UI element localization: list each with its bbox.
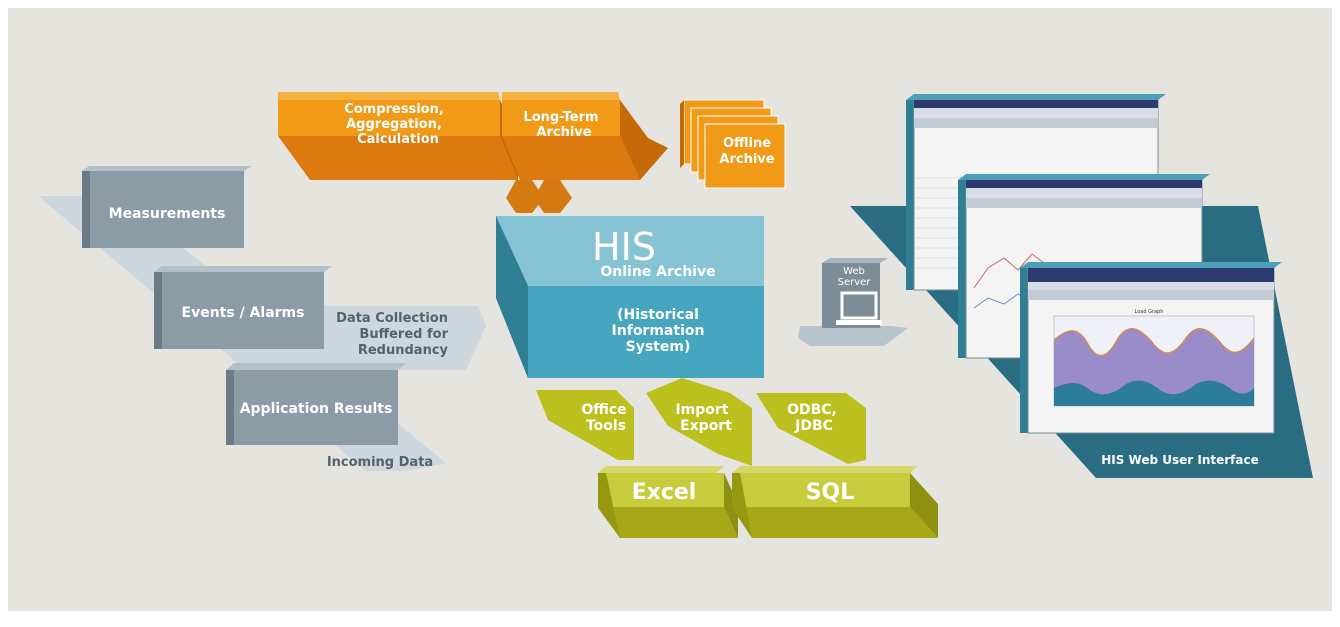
his-description-line-1: (Historical [617, 307, 699, 323]
incoming-data-group: Measurements Events / Alarms Data Collec… [38, 166, 486, 471]
compression-block: Compression, Aggregation, Calculation [278, 92, 518, 180]
archive-group: Compression, Aggregation, Calculation Lo… [278, 92, 786, 213]
office-tools-line-2: Tools [586, 418, 626, 434]
his-description-line-2: Information [612, 323, 705, 339]
data-collection-text: Data Collection Buffered for Redundancy [336, 311, 448, 358]
application-results-block: Application Results [226, 363, 406, 445]
offline-line-2: Archive [719, 152, 774, 167]
offline-archive-block: Offline Archive [680, 99, 786, 189]
measurements-block: Measurements [82, 166, 252, 248]
load-graph-title: Load Graph [1135, 309, 1164, 315]
web-server-block: Web Server [798, 258, 908, 346]
web-ui-label: HIS Web User Interface [1101, 453, 1259, 467]
office-tools-line-1: Office [581, 402, 626, 418]
import-export-line-2: Export [680, 418, 732, 434]
diagram-canvas: Measurements Events / Alarms Data Collec… [8, 8, 1332, 611]
sql-block: SQL [732, 466, 938, 538]
odbc-jdbc-line-1: ODBC, [787, 402, 837, 418]
sql-label: SQL [806, 480, 855, 505]
application-results-label: Application Results [240, 401, 393, 417]
data-collection-plate [308, 306, 486, 370]
excel-block: Excel [598, 466, 738, 538]
compression-line-3: Calculation [357, 132, 439, 147]
compression-line-2: Aggregation, [346, 117, 442, 132]
office-tools-shape [536, 390, 634, 460]
compression-line-1: Compression, [344, 102, 444, 117]
his-architecture-diagram: Measurements Events / Alarms Data Collec… [38, 92, 1313, 538]
his-online-archive-block: HIS Online Archive (Historical Informati… [496, 216, 764, 378]
screenshot-window-3: Load Graph [1020, 262, 1282, 434]
events-alarms-label: Events / Alarms [182, 305, 305, 321]
long-term-archive-block: Long-Term Archive [502, 92, 668, 180]
odbc-jdbc-line-2: JDBC [794, 418, 833, 434]
data-collection-line-3: Redundancy [358, 343, 449, 358]
web-ui-group: Load Graph HIS Web User Interface [850, 94, 1313, 478]
load-graph-upper-line [1053, 328, 1255, 356]
data-collection-line-1: Data Collection [336, 311, 448, 326]
import-export-shape [646, 378, 752, 466]
his-title: HIS [592, 225, 656, 269]
odbc-jdbc-shape [756, 393, 866, 464]
offline-line-1: Offline [723, 136, 771, 151]
web-server-line-1: Web [843, 266, 865, 277]
load-graph-lower-area [1054, 380, 1254, 406]
excel-label: Excel [632, 480, 697, 505]
archive-connector-left [506, 180, 544, 213]
long-term-line-2: Archive [536, 125, 591, 140]
events-alarms-block: Events / Alarms [154, 266, 332, 349]
his-description-line-3: System) [626, 339, 691, 355]
measurements-label: Measurements [109, 206, 226, 222]
long-term-line-1: Long-Term [523, 110, 598, 125]
import-export-line-1: Import [675, 402, 728, 418]
archive-connector-right [534, 180, 572, 213]
incoming-data-label: Incoming Data [327, 455, 433, 470]
data-collection-line-2: Buffered for [359, 327, 448, 342]
interfaces-group: Office Tools Import Export ODBC, JDBC Ex… [536, 378, 938, 538]
web-server-line-2: Server [838, 277, 872, 288]
his-subtitle: Online Archive [600, 264, 715, 280]
